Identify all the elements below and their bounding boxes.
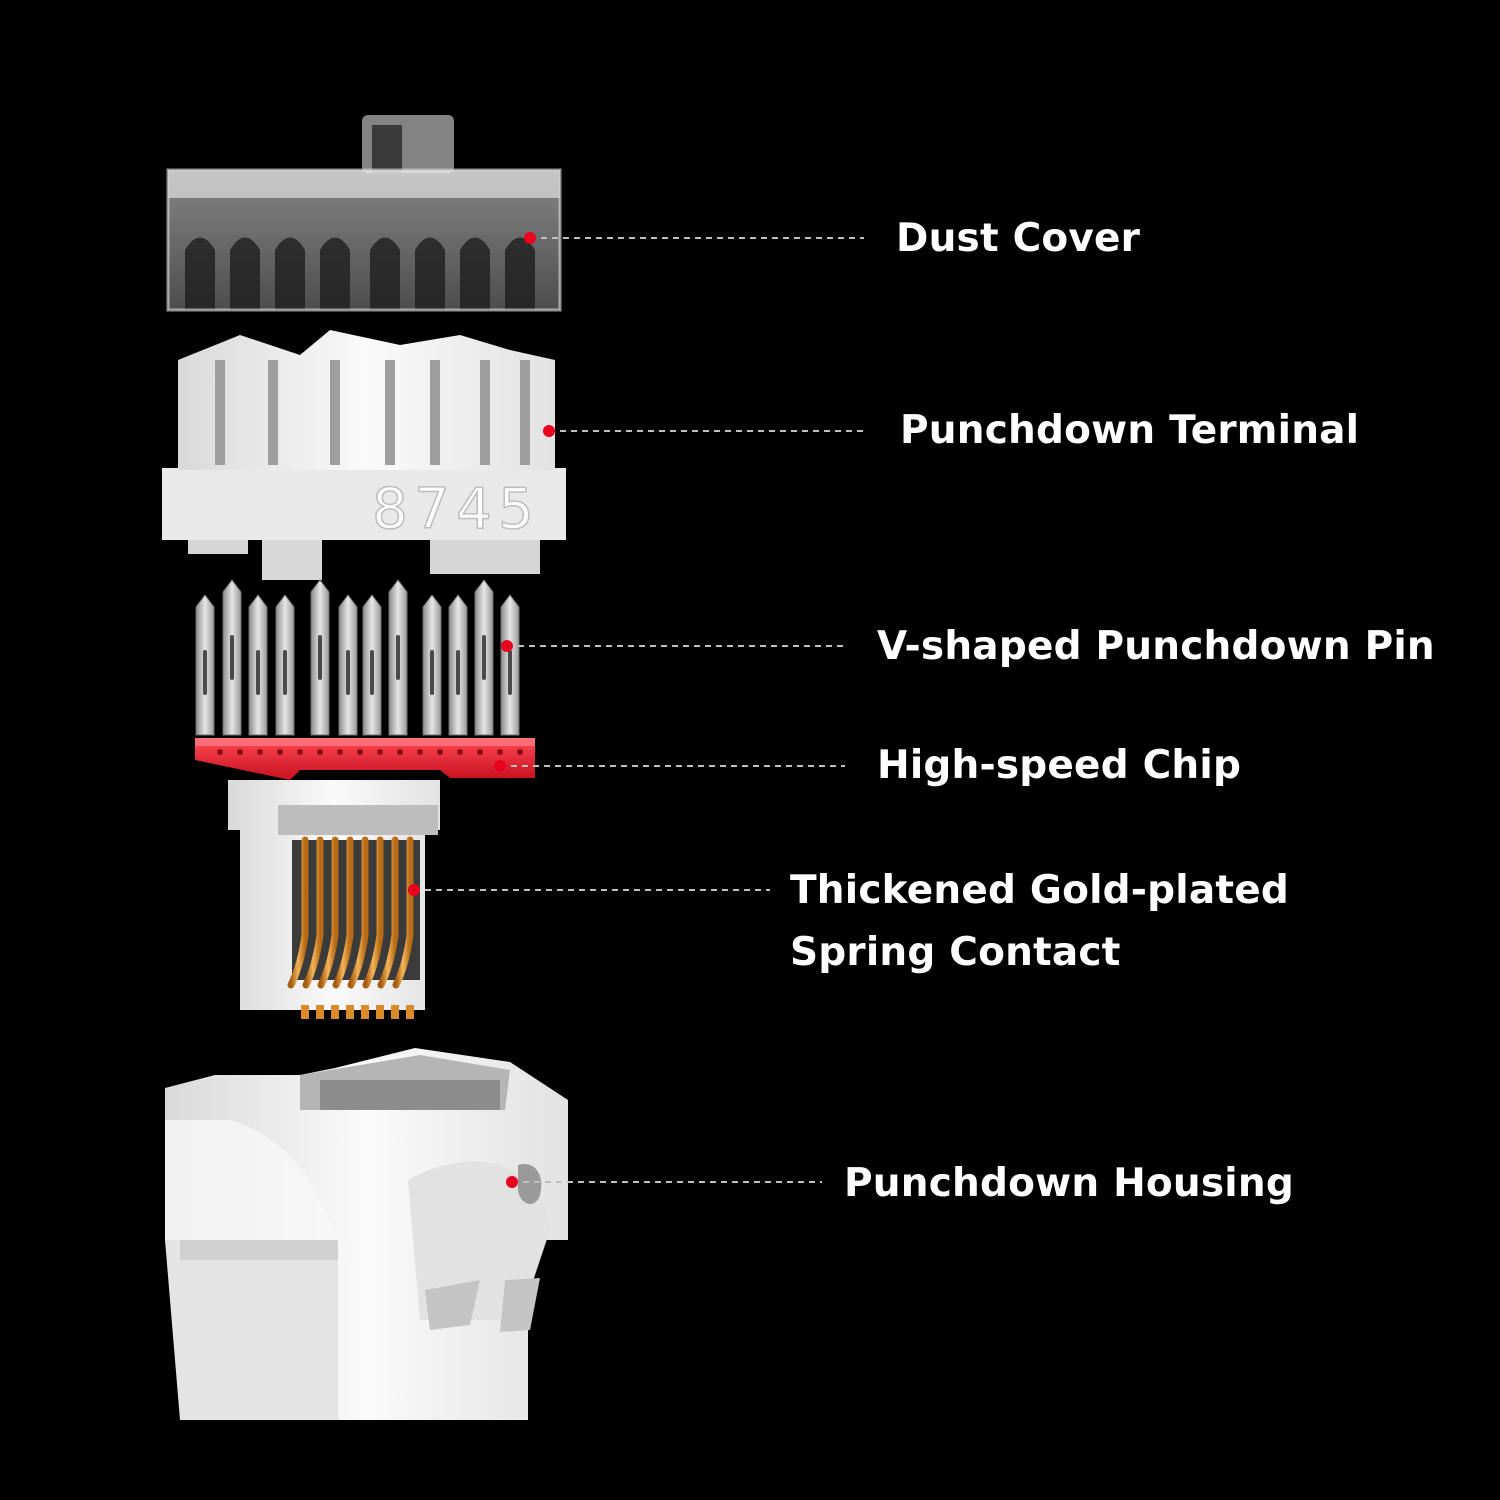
gold-contact-tip <box>376 1005 384 1019</box>
terminal-number: 7 <box>414 477 450 542</box>
terminal-slot <box>430 360 440 465</box>
callout-line: Punchdown Housing <box>844 1161 1294 1206</box>
pin-slot <box>396 635 400 680</box>
chip-hole <box>417 749 423 755</box>
callout-high-speed-chip: High-speed Chip <box>877 735 1241 797</box>
gold-contact-tip <box>406 1005 414 1019</box>
marker-dot <box>408 884 420 896</box>
chip-hole <box>457 749 463 755</box>
terminal-slot <box>215 360 225 465</box>
v-shaped-pins-part <box>195 579 520 736</box>
chip-hole <box>317 749 323 755</box>
marker-dot <box>524 232 536 244</box>
gold-contact-tip <box>301 1005 309 1019</box>
terminal-number: 4 <box>456 477 492 542</box>
pin-slot <box>508 650 512 695</box>
cover-slot <box>185 237 215 310</box>
terminal-slot <box>268 360 278 465</box>
callout-leaders <box>408 232 868 1188</box>
callout-spring-contact: Thickened Gold-plated Spring Contact <box>790 860 1289 984</box>
cover-slot <box>320 237 350 310</box>
marker-dot <box>494 760 506 772</box>
chip-hole <box>277 749 283 755</box>
terminal-number: 8 <box>372 477 408 542</box>
callout-line: Punchdown Terminal <box>900 408 1360 453</box>
gold-contact <box>362 836 384 989</box>
chip-hole <box>217 749 223 755</box>
terminal-slot <box>330 360 340 465</box>
pin-slot <box>318 635 322 680</box>
chip-hole <box>377 749 383 755</box>
chip-hole <box>437 749 443 755</box>
gold-contact-tip <box>316 1005 324 1019</box>
callout-line: Thickened Gold-plated <box>790 868 1289 913</box>
pin-slot <box>370 650 374 695</box>
pin-slot <box>203 650 207 695</box>
pin-slot <box>482 635 486 680</box>
chip-hole <box>257 749 263 755</box>
gold-contact <box>287 836 309 989</box>
gold-contact-tip <box>346 1005 354 1019</box>
chip-hole <box>237 749 243 755</box>
pin-slot <box>456 650 460 695</box>
pin-slot <box>230 635 234 680</box>
gold-contact <box>332 836 354 989</box>
pin-slot <box>430 650 434 695</box>
gold-contact <box>392 836 414 989</box>
cover-slot <box>275 237 305 310</box>
marker-dot <box>543 425 555 437</box>
callout-line: Dust Cover <box>896 216 1141 261</box>
pin-slot <box>256 650 260 695</box>
chip-hole <box>517 749 523 755</box>
chip-hole <box>497 749 503 755</box>
gold-contact <box>317 836 339 989</box>
chip-hole <box>297 749 303 755</box>
chip-hole <box>357 749 363 755</box>
cover-slot <box>460 237 490 310</box>
callout-line: High-speed Chip <box>877 743 1242 788</box>
callout-punchdown-terminal: Punchdown Terminal <box>900 400 1359 462</box>
pin-slot <box>283 650 287 695</box>
terminal-slot <box>480 360 490 465</box>
cover-slot <box>370 237 400 310</box>
callout-dust-cover: Dust Cover <box>896 208 1140 270</box>
callout-punchdown-housing: Punchdown Housing <box>844 1153 1294 1215</box>
callout-line: V-shaped Punchdown Pin <box>877 624 1435 669</box>
gold-contact-tip <box>361 1005 369 1019</box>
terminal-slot <box>520 360 530 465</box>
gold-contact-tip <box>391 1005 399 1019</box>
chip-hole <box>337 749 343 755</box>
chip-hole <box>477 749 483 755</box>
gold-contact <box>377 836 399 989</box>
high-speed-chip-part <box>195 738 535 780</box>
gold-contact <box>302 836 324 989</box>
terminal-number: 5 <box>498 477 534 542</box>
callout-v-shaped-pin: V-shaped Punchdown Pin <box>877 616 1435 678</box>
marker-dot <box>506 1176 518 1188</box>
cover-slot <box>505 237 535 310</box>
marker-dot <box>501 640 513 652</box>
pin-slot <box>346 650 350 695</box>
cover-slot <box>415 237 445 310</box>
gold-contact-tip <box>331 1005 339 1019</box>
dust-cover-part <box>166 115 562 312</box>
callout-line: Spring Contact <box>790 930 1121 975</box>
gold-contact <box>347 836 369 989</box>
terminal-slot <box>385 360 395 465</box>
chip-hole <box>397 749 403 755</box>
spring-contact-part <box>228 780 440 1019</box>
cover-slot <box>230 237 260 310</box>
punchdown-housing-part <box>165 1048 568 1420</box>
